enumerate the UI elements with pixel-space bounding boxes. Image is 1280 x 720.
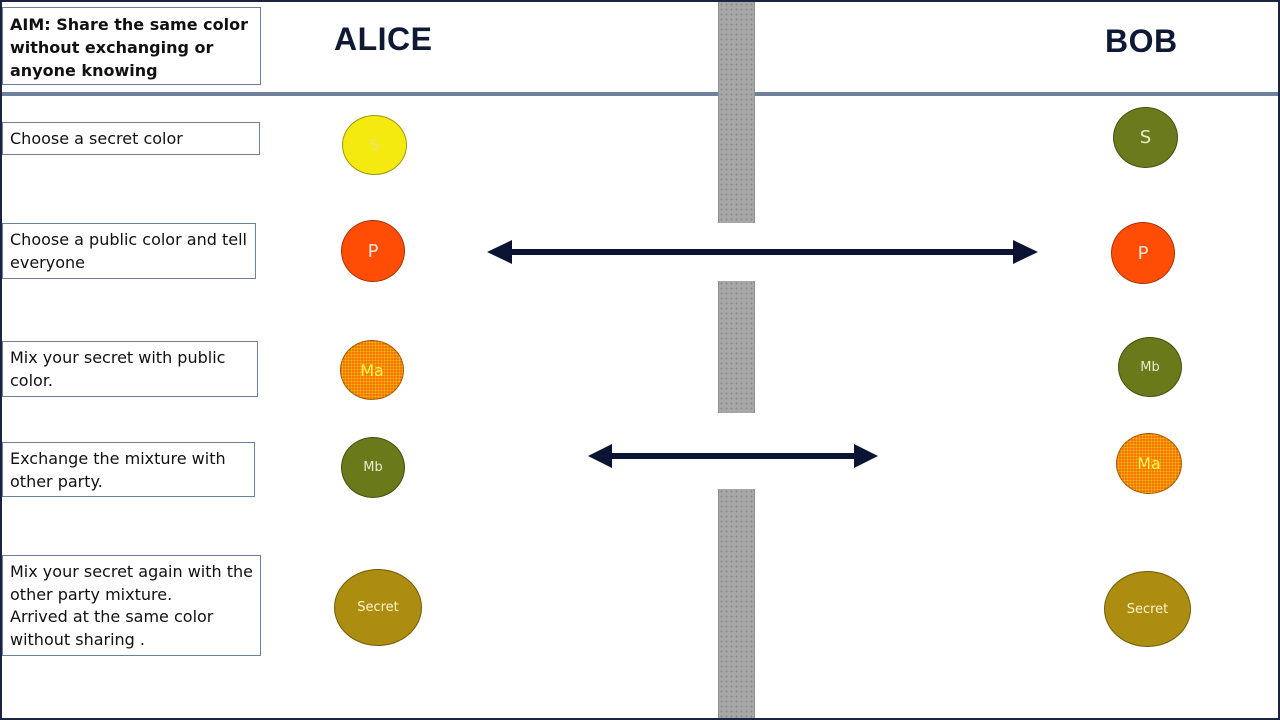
public-color-exchange-arrow <box>487 240 1038 264</box>
alice-secret-circle: S <box>342 115 407 175</box>
mixture-exchange-arrow <box>588 444 878 468</box>
bob-public-circle: P <box>1111 222 1175 284</box>
bob-title: BOB <box>1105 23 1178 59</box>
bob-mixture-circle: Mb <box>1118 337 1182 397</box>
alice-title: ALICE <box>334 21 433 57</box>
wall-segment-top <box>718 2 755 223</box>
aim-box: AIM: Share the same color without exchan… <box>2 7 261 85</box>
wall-segment-middle <box>718 281 755 413</box>
step-2-box: Choose a public color and tell everyone <box>2 223 256 279</box>
step-3-box: Mix your secret with public color. <box>2 341 258 397</box>
step-1-box: Choose a secret color <box>2 122 260 155</box>
step-4-box: Exchange the mixture with other party. <box>2 442 255 497</box>
step-5-box: Mix your secret again with the other par… <box>2 555 261 656</box>
header-divider <box>0 92 1280 96</box>
wall-segment-bottom <box>718 489 755 720</box>
